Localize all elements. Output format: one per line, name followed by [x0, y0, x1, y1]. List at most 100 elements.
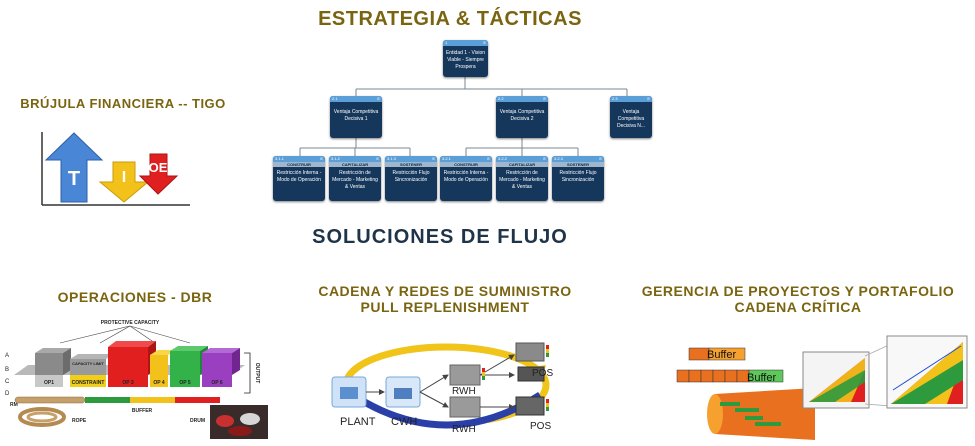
op1-block — [35, 348, 71, 387]
node-id: 3.2.3 — [554, 156, 563, 161]
row-letter-d: D — [5, 391, 10, 397]
row-letter-b: B — [5, 367, 9, 373]
op-label-1: OP1 — [44, 380, 54, 386]
supply-title-line2: PULL REPLENISHMENT — [360, 299, 530, 315]
pos-top-1-icon — [515, 342, 545, 362]
capacity-limit-label: CAPACITY LIMIT — [72, 361, 104, 366]
tie-letter-t: T — [68, 168, 80, 190]
output-label: OUTPUT — [254, 363, 260, 384]
brujula-title: BRÚJULA FINANCIERA -- TIGO — [20, 96, 226, 111]
rwh-bottom-label: RWH — [452, 424, 476, 435]
pos-bottom-label: POS — [530, 421, 551, 432]
op3-block — [108, 341, 156, 387]
node-category: CONSTRUIR — [440, 162, 492, 167]
fever-chart-thumbnail — [802, 351, 870, 409]
drum-photo — [210, 405, 268, 439]
op-label-4: OP 4 — [153, 380, 165, 386]
throughput-up-arrow — [44, 132, 104, 203]
tree-node-3-2-1[interactable]: 3.2.1 E CONSTRUIR Restricción Interna - M… — [440, 156, 492, 201]
portfolio-funnel — [707, 388, 815, 440]
operations-title: OPERACIONES - DBR — [57, 289, 213, 305]
node-id: 3.2.2 — [498, 156, 507, 161]
buffer-bar — [85, 397, 220, 403]
rwh-top-icon — [449, 364, 481, 386]
inventory-down-arrow — [98, 161, 150, 203]
op-label-constraint: CONSTRAINT — [72, 380, 105, 386]
rope-label: ROPE — [72, 418, 87, 424]
tie-arrows-graphic: T I OE — [41, 132, 190, 206]
supply-chain-diagram: PLANT CWH RWH RWH POS POS — [331, 342, 553, 435]
node-id: 3.1.2 — [331, 156, 340, 161]
node-text: Restricción de Mercado - Marketing & Ven… — [499, 170, 545, 190]
node-category: SOSTENER — [385, 162, 437, 167]
node-id: 2.3 — [612, 96, 618, 101]
rwh-top-label: RWH — [452, 386, 476, 397]
row-letter-a: A — [5, 353, 9, 359]
node-corner: E — [376, 156, 379, 161]
node-id: 3.1.1 — [275, 156, 284, 161]
dbr-diagram: PROTECTIVE CAPACITY A B C D CAPACITY LIM… — [5, 320, 268, 439]
rm-label: RM — [10, 402, 18, 408]
node-text: Restricción Flujo Sincronización — [559, 170, 597, 183]
node-category: SOSTENER — [552, 162, 604, 167]
tree-node-root[interactable]: 1 E Entidad 1 - Vision Viable - Siempre P… — [443, 40, 488, 77]
tree-node-3-1-2[interactable]: 3.1.2 E CAPITALIZAR Restricción de Mercad… — [329, 156, 381, 201]
node-text: Ventaja Competitiva Decisiva N... — [616, 109, 646, 129]
tie-letter-i: I — [122, 169, 126, 186]
buffer-middle-label: Buffer — [747, 372, 776, 384]
op6-block — [202, 348, 240, 387]
node-corner: E — [483, 40, 486, 45]
strategy-title: ESTRATEGIA & TÁCTICAS — [318, 8, 582, 30]
critical-chain-diagram: Buffer Buffer — [676, 335, 968, 440]
stock-status-lights — [482, 345, 549, 411]
node-text: Ventaja Competitiva Decisiva 1 — [333, 109, 379, 122]
node-category: CONSTRUIR — [273, 162, 325, 167]
node-text: Entidad 1 - Vision Viable - Siempre Pros… — [445, 50, 486, 70]
plant-label: PLANT — [340, 416, 376, 428]
op-label-6: OP 6 — [211, 380, 223, 386]
node-corner: E — [543, 156, 546, 161]
cwh-label: CWH — [391, 416, 417, 428]
node-id: 2.1 — [332, 96, 338, 101]
tree-node-3-2-3[interactable]: 3.2.3 E SOSTENER Restricción Flujo Sincro… — [552, 156, 604, 201]
portfolio-dashboard-thumbnail — [886, 335, 968, 409]
node-corner: E — [599, 156, 602, 161]
pos-top-2-icon — [517, 366, 545, 382]
node-corner: E — [320, 156, 323, 161]
row-letter-c: C — [5, 379, 10, 385]
node-text: Restricción de Mercado - Marketing & Ven… — [332, 170, 378, 190]
op-label-3: OP 3 — [122, 380, 134, 386]
projects-title-line1: GERENCIA DE PROYECTOS Y PORTAFOLIO — [641, 283, 955, 299]
tree-connectors — [299, 77, 628, 156]
tie-letter-oe: OE — [149, 160, 168, 175]
buffer-label: BUFFER — [132, 408, 153, 414]
node-corner: E — [647, 96, 650, 101]
node-text: Restricción Flujo Sincronización — [392, 170, 430, 183]
expense-down-arrow — [138, 153, 179, 195]
node-corner: E — [377, 96, 380, 101]
flow-title: SOLUCIONES DE FLUJO — [312, 226, 568, 248]
task-chain — [676, 369, 784, 383]
pos-bottom-icon — [515, 396, 545, 416]
node-category: CAPITALIZAR — [496, 162, 548, 167]
flow-cycle-bottom — [351, 392, 542, 429]
node-category: CAPITALIZAR — [329, 162, 381, 167]
tree-node-2-3[interactable]: 2.3 E Ventaja Competitiva Decisiva N... — [610, 96, 652, 138]
node-text: Restricción Interna - Modo de Operación — [443, 170, 489, 183]
node-corner: E — [487, 156, 490, 161]
buffer-chain-top — [688, 347, 746, 361]
tree-node-3-2-2[interactable]: 3.2.2 E CAPITALIZAR Restricción de Mercad… — [496, 156, 548, 201]
tree-node-2-1[interactable]: 2.1 E Ventaja Competitiva Decisiva 1 — [330, 96, 382, 138]
drum-label: DRUM — [190, 418, 205, 424]
op4-block — [150, 350, 176, 387]
node-id: 1 — [445, 40, 448, 45]
op-label-5: OP 5 — [179, 380, 191, 386]
node-corner: E — [543, 96, 546, 101]
node-id: 2.2 — [498, 96, 504, 101]
protective-capacity-label: PROTECTIVE CAPACITY — [101, 320, 160, 326]
constraint-block — [70, 354, 114, 387]
node-id: 3.2.1 — [442, 156, 451, 161]
